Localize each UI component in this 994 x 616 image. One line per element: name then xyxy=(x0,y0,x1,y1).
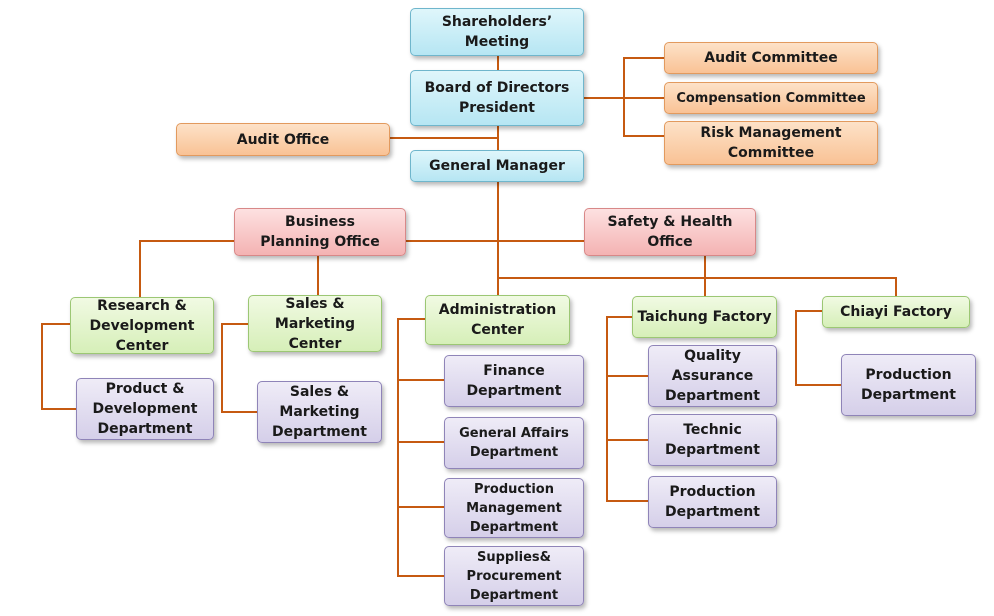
audit-committee-node: Audit Committee xyxy=(664,42,878,74)
chiayi-factory-label: Chiayi Factory xyxy=(840,304,952,320)
compensation-committee-label: Compensation Committee xyxy=(676,90,866,106)
shareholders-meeting-node: Shareholders’ Meeting xyxy=(410,8,584,56)
safety-health-office-label: Safety & Health Office xyxy=(607,214,733,250)
audit-committee-label: Audit Committee xyxy=(704,50,838,66)
chiayi-production-dept-label: Production Department xyxy=(861,367,956,403)
board-of-directors-node: Board of Directors President xyxy=(410,70,584,126)
administration-center-label: Administration Center xyxy=(438,302,557,338)
general-manager-label: General Manager xyxy=(429,158,565,174)
rd-center-node: Research & Development Center xyxy=(70,297,214,354)
safety-health-office-node: Safety & Health Office xyxy=(584,208,756,256)
quality-assurance-dept-label: Quality Assurance Department xyxy=(665,348,760,404)
chiayi-production-dept-node: Production Department xyxy=(841,354,976,416)
general-affairs-dept-label: General Affairs Department xyxy=(459,426,569,460)
shareholders-meeting-label: Shareholders’ Meeting xyxy=(441,14,553,50)
sales-marketing-center-label: Sales & Marketing Center xyxy=(274,295,356,352)
audit-office-label: Audit Office xyxy=(236,131,330,148)
production-management-dept-node: Production Management Department xyxy=(444,478,584,538)
business-planning-office-label: Business Planning Office xyxy=(260,214,380,250)
audit-office-node: Audit Office xyxy=(176,123,390,156)
risk-management-committee-label: Risk Management Committee xyxy=(700,125,842,161)
board-of-directors-label: Board of Directors President xyxy=(424,80,570,116)
general-affairs-dept-node: General Affairs Department xyxy=(444,417,584,469)
rd-center-label: Research & Development Center xyxy=(89,297,195,354)
compensation-committee-node: Compensation Committee xyxy=(664,82,878,114)
risk-management-committee-node: Risk Management Committee xyxy=(664,121,878,165)
taichung-factory-node: Taichung Factory xyxy=(632,296,777,338)
administration-center-node: Administration Center xyxy=(425,295,570,345)
quality-assurance-dept-node: Quality Assurance Department xyxy=(648,345,777,407)
supplies-procurement-dept-label: Supplies& Procurement Department xyxy=(466,549,562,603)
business-planning-office-node: Business Planning Office xyxy=(234,208,406,256)
technic-dept-label: Technic Department xyxy=(665,422,760,458)
general-manager-node: General Manager xyxy=(410,150,584,182)
taichung-production-dept-label: Production Department xyxy=(665,484,760,520)
technic-dept-node: Technic Department xyxy=(648,414,777,466)
taichung-production-dept-node: Production Department xyxy=(648,476,777,528)
product-development-dept-node: Product & Development Department xyxy=(76,378,214,440)
sales-marketing-center-node: Sales & Marketing Center xyxy=(248,295,382,352)
sales-marketing-dept-node: Sales & Marketing Department xyxy=(257,381,382,443)
product-development-dept-label: Product & Development Department xyxy=(92,381,198,437)
sales-marketing-dept-label: Sales & Marketing Department xyxy=(272,384,367,440)
chiayi-factory-node: Chiayi Factory xyxy=(822,296,970,328)
finance-dept-label: Finance Department xyxy=(466,363,562,399)
taichung-factory-label: Taichung Factory xyxy=(637,309,772,325)
supplies-procurement-dept-node: Supplies& Procurement Department xyxy=(444,546,584,606)
production-management-dept-label: Production Management Department xyxy=(466,481,562,535)
finance-dept-node: Finance Department xyxy=(444,355,584,407)
